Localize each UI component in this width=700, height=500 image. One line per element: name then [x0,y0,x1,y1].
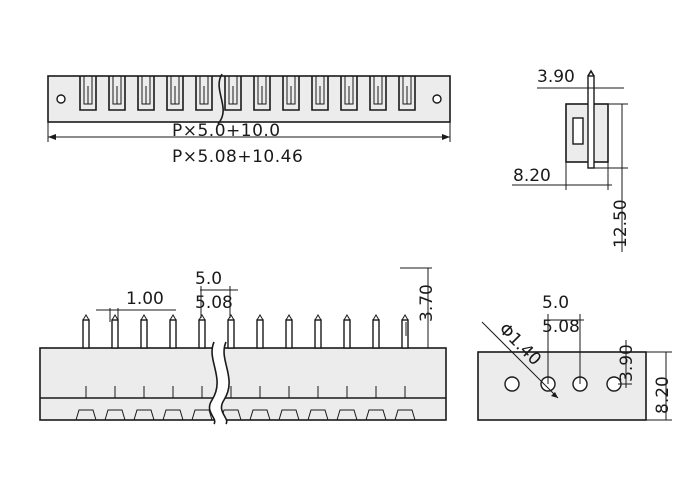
top-slot-outer [311,76,329,111]
front-pin-tip [314,314,322,321]
front-pin-tip [256,314,264,321]
top-slot-outer [108,76,126,111]
front-view-pins [82,314,409,398]
front-foot [104,409,126,421]
front-pin [198,319,206,349]
side-view: 3.90 12.50 8.20 [512,67,631,252]
top-slot-outer [195,76,213,111]
formula-1: P×5.0+10.0 [172,121,281,141]
top-slot-outer [398,76,416,111]
side-dim-top: 3.90 [537,67,575,87]
front-pin-tip [401,314,409,321]
front-dim-pin-height: 3.70 [417,284,437,322]
formula-2: P×5.08+10.46 [172,147,303,167]
mount-hole-right [432,94,442,104]
pcb-view: Φ1.40 5.0 5.08 3.90 8.20 [477,293,673,421]
front-pin-tip [198,314,206,321]
front-foot [336,409,358,421]
front-pin [140,319,148,349]
front-pin [372,319,380,349]
front-break-line-left [208,341,218,425]
front-pin-tip [343,314,351,321]
top-break-line [217,73,224,125]
front-dim-pitch-1: 5.0 [195,269,222,289]
front-foot [307,409,329,421]
top-slot-outer [137,76,155,111]
side-dim-width: 8.20 [513,166,551,186]
front-break-gap [209,342,230,424]
front-foot [162,409,184,421]
side-dim-height: 12.50 [611,199,631,248]
front-pin [227,319,235,349]
front-pin-tip [227,314,235,321]
top-slot-outer [224,76,242,111]
pcb-dim-pitch-2: 5.08 [542,317,580,337]
side-view-pin [587,75,595,169]
pcb-dia-leader [481,321,559,399]
front-pin-tip [140,314,148,321]
front-pin-tip [169,314,177,321]
mount-hole-left [56,94,66,104]
front-pin [82,319,90,349]
front-pin [111,319,119,349]
side-view-latch [572,117,584,145]
pcb-dim-offset: 3.90 [617,344,637,382]
front-pin-tip [82,314,90,321]
front-foot [133,409,155,421]
front-dim-pin-width: 1.00 [126,289,164,309]
front-break-line-right [220,341,230,425]
pcb-dim-width: 8.20 [653,376,673,414]
front-pin [256,319,264,349]
top-slot-outer [282,76,300,111]
front-pin [343,319,351,349]
front-pin [314,319,322,349]
pcb-hole-1 [504,376,520,392]
front-pin [285,319,293,349]
front-foot [191,409,213,421]
top-slot-outer [79,76,97,111]
side-view-pin-tip [587,69,595,77]
top-view-slots [79,76,416,111]
top-slot-outer [340,76,358,111]
front-pin [169,319,177,349]
front-foot [278,409,300,421]
top-view-body [47,75,451,123]
pcb-dim-pitch-1: 5.0 [542,293,569,313]
front-pin [401,319,409,349]
front-foot [365,409,387,421]
pcb-dia-arrow [551,392,558,398]
front-view-body [39,347,447,421]
top-view: P×5.0+10.0 P×5.08+10.46 [47,73,451,167]
side-view-body [565,103,609,163]
front-view: 1.00 5.0 5.08 3.70 [39,267,447,425]
front-view-feet [75,409,416,421]
top-slot-outer [253,76,271,111]
front-foot [394,409,416,421]
front-pin-tip [285,314,293,321]
front-dim-pitch-2: 5.08 [195,293,233,313]
front-foot [249,409,271,421]
top-slot-outer [369,76,387,111]
front-pin-tip [372,314,380,321]
top-dim-arrow-right [442,134,450,140]
front-foot [75,409,97,421]
front-pin-tip [111,314,119,321]
top-slot-outer [166,76,184,111]
top-dim-arrow-left [48,134,56,140]
